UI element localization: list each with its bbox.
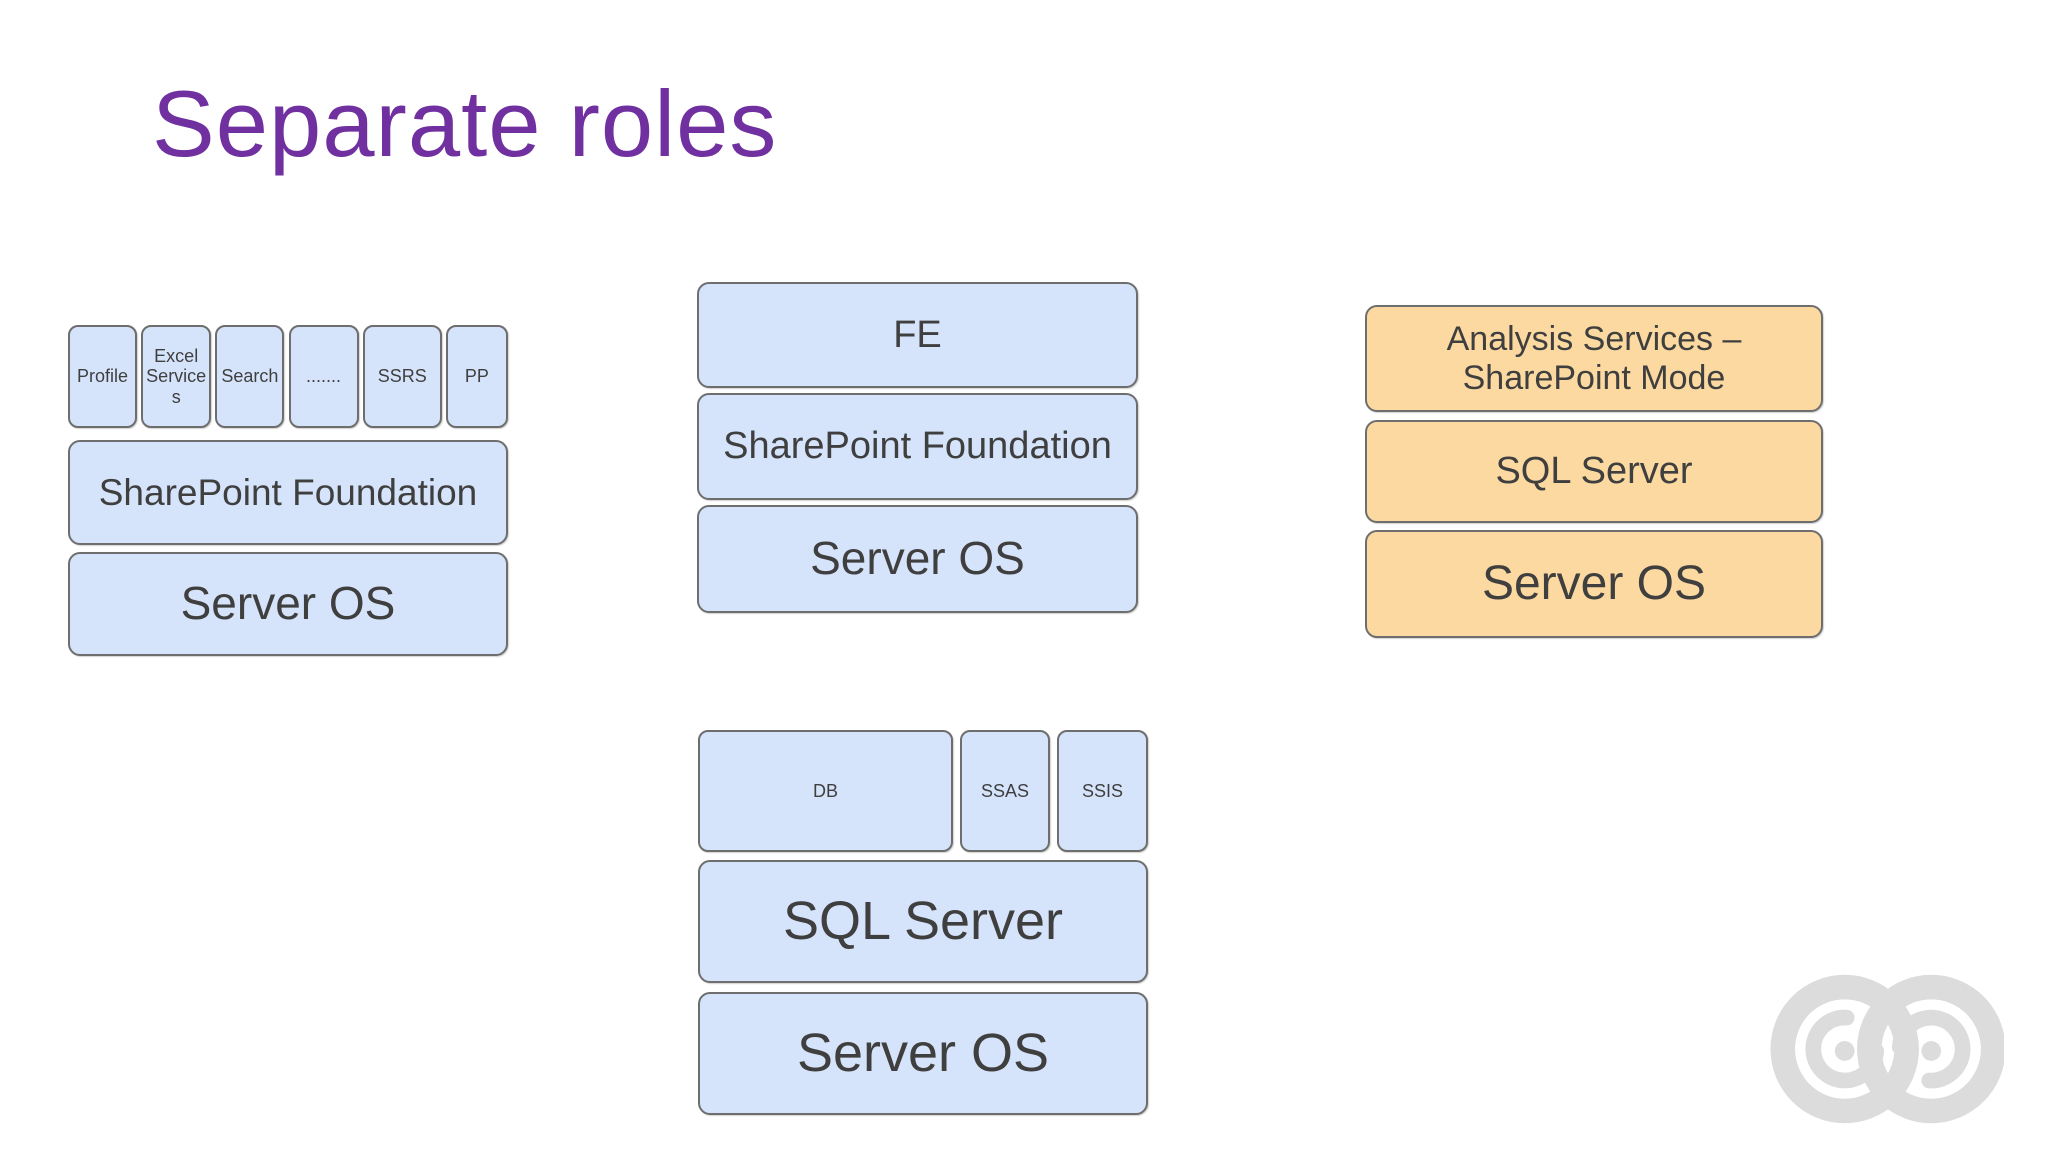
left-services-row: Profile Excel Services Search ....... SS… <box>68 325 508 428</box>
bottom-sql-server-box: SQL Server <box>698 860 1148 983</box>
service-box-ellipsis: ....... <box>288 325 359 428</box>
service-box-ssas: SSAS <box>960 730 1050 852</box>
mid-sharepoint-foundation-box: SharePoint Foundation <box>697 393 1138 500</box>
page-title: Separate roles <box>152 71 778 176</box>
spiral-logo-icon <box>1770 974 2006 1124</box>
spiral-logo <box>1768 972 2006 1130</box>
left-sharepoint-foundation-box: SharePoint Foundation <box>68 440 508 545</box>
service-box-profile: Profile <box>68 325 137 428</box>
service-box-ssis: SSIS <box>1057 730 1148 852</box>
left-server-os-box: Server OS <box>68 552 508 656</box>
bottom-server-os-box: Server OS <box>698 992 1148 1115</box>
right-server-os-box: Server OS <box>1365 530 1823 638</box>
sql-services-row: DB SSAS SSIS <box>698 730 1148 852</box>
mid-server-os-box: Server OS <box>697 505 1138 613</box>
service-box-excel-services: Excel Services <box>141 325 212 428</box>
service-box-ssrs: SSRS <box>362 325 442 428</box>
service-box-db: DB <box>698 730 953 852</box>
analysis-services-box: Analysis Services – SharePoint Mode <box>1365 305 1823 412</box>
service-box-pp: PP <box>445 325 508 428</box>
right-sql-server-box: SQL Server <box>1365 420 1823 523</box>
fe-box: FE <box>697 282 1138 388</box>
service-box-search: Search <box>215 325 285 428</box>
